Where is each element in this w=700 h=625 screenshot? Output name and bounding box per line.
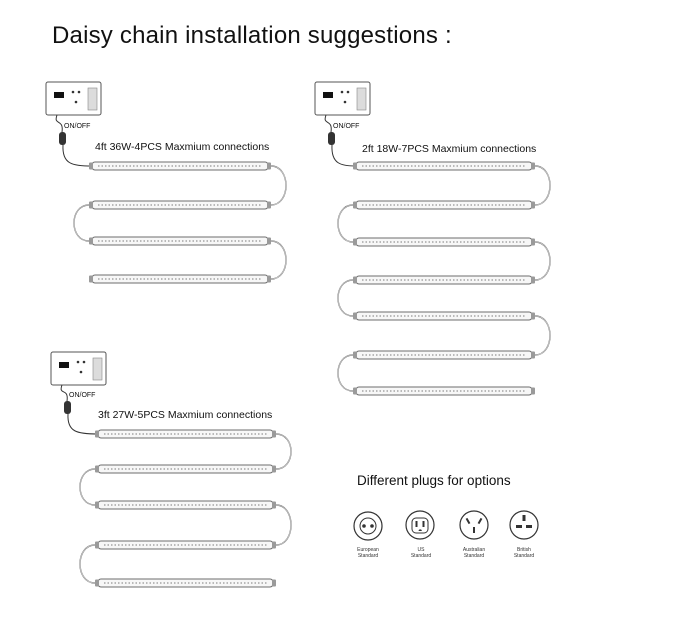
connector-cable-highlight: [270, 165, 287, 206]
led-tube: [95, 429, 276, 439]
connector-cable-highlight: [79, 544, 96, 584]
socket-hole-icon: [79, 370, 83, 374]
switch-label: ON/OFF: [69, 392, 95, 399]
connector-cable: [270, 240, 287, 280]
connector-cable: [275, 433, 292, 470]
wall-socket-icon: [314, 81, 371, 116]
connector-cable-highlight: [275, 504, 292, 546]
socket-switch-icon: [54, 92, 64, 98]
connector-cable-highlight: [73, 204, 90, 242]
chain-caption: 4ft 36W-4PCS Maxmium connections: [95, 141, 269, 153]
chain-caption: 2ft 18W-7PCS Maxmium connections: [362, 143, 536, 155]
connector-cable-highlight: [534, 165, 551, 206]
connector-cable: [79, 544, 96, 584]
switch-label: ON/OFF: [64, 123, 90, 130]
power-cable: [55, 114, 63, 133]
switch-label: ON/OFF: [333, 123, 359, 130]
connector-cable-highlight: [337, 279, 354, 317]
socket-hole-icon: [76, 360, 80, 364]
socket-switch-icon: [59, 362, 69, 368]
led-tube: [95, 540, 276, 550]
connector-cable-highlight: [534, 241, 551, 281]
socket-grid-icon: [87, 87, 98, 111]
connector-cable: [337, 279, 354, 317]
european-plug-label: European: [357, 547, 379, 553]
connector-cable-highlight: [79, 468, 96, 506]
led-tube: [353, 386, 535, 396]
power-cable: [62, 144, 93, 167]
chain-group-1: ON/OFF 4ft 36W-4PCS Maxmium connections: [45, 81, 287, 284]
inline-switch-icon: [328, 132, 335, 145]
power-cable: [67, 413, 99, 435]
inline-switch-icon: [59, 132, 66, 145]
socket-hole-icon: [74, 100, 78, 104]
socket-hole-icon: [77, 90, 81, 94]
led-tube: [89, 236, 271, 246]
socket-hole-icon: [340, 90, 344, 94]
led-tube: [95, 578, 276, 588]
led-tube: [353, 311, 535, 321]
plugs-title: Different plugs for options: [357, 473, 511, 488]
british-plug-icon: [509, 510, 539, 540]
socket-hole-icon: [71, 90, 75, 94]
socket-hole-icon: [346, 90, 350, 94]
connector-cable-highlight: [275, 433, 292, 470]
us-plug-label: US: [418, 547, 426, 553]
led-tube: [353, 161, 535, 171]
connector-cable-highlight: [534, 315, 551, 356]
european-plug-icon: [353, 511, 383, 541]
socket-grid-icon: [356, 87, 367, 111]
led-tube: [353, 275, 535, 285]
connector-cable: [275, 504, 292, 546]
led-tube: [353, 237, 535, 247]
chain-group-3: ON/OFF 3ft 27W-5PCS Maxmium connections: [50, 351, 292, 588]
connector-cable: [534, 241, 551, 281]
us-plug-icon: [405, 510, 435, 540]
connector-cable: [73, 204, 90, 242]
page-title: Daisy chain installation suggestions :: [52, 22, 452, 49]
wall-socket-icon: [45, 81, 102, 116]
british-plug-label: British: [517, 547, 531, 553]
chain-group-2: ON/OFF 2ft 18W-7PCS Maxmium connections: [314, 81, 551, 396]
socket-hole-icon: [82, 360, 86, 364]
led-tube: [353, 200, 535, 210]
led-tube: [89, 161, 271, 171]
power-cable: [324, 114, 332, 133]
socket-grid-icon: [92, 357, 103, 381]
connector-cable-highlight: [270, 240, 287, 280]
connector-cable: [337, 354, 354, 392]
european-plug-label-2: Standard: [358, 553, 379, 559]
british-plug-label-2: Standard: [514, 553, 535, 559]
power-cable: [331, 144, 357, 167]
us-plug-label-2: Standard: [411, 553, 432, 559]
inline-switch-icon: [64, 401, 71, 414]
australian-plug-label: Australian: [463, 547, 485, 553]
led-tube: [95, 500, 276, 510]
connector-cable-highlight: [337, 354, 354, 392]
connector-cable-highlight: [337, 204, 354, 243]
connector-cable: [534, 315, 551, 356]
led-tube: [353, 350, 535, 360]
led-tube: [89, 274, 271, 284]
connector-cable: [337, 204, 354, 243]
connector-cable: [270, 165, 287, 206]
australian-plug-label-2: Standard: [464, 553, 485, 559]
power-cable: [60, 384, 68, 402]
connector-cable: [79, 468, 96, 506]
wall-socket-icon: [50, 351, 107, 386]
socket-switch-icon: [323, 92, 333, 98]
chain-caption: 3ft 27W-5PCS Maxmium connections: [98, 409, 272, 421]
led-tube: [89, 200, 271, 210]
australian-plug-icon: [459, 510, 489, 540]
connector-cable: [534, 165, 551, 206]
led-tube: [95, 464, 276, 474]
socket-hole-icon: [343, 100, 347, 104]
